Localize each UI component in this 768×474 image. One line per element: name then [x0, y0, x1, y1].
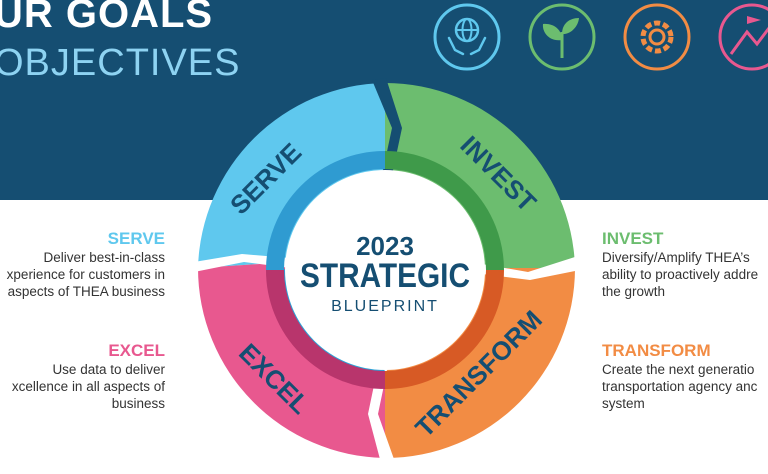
globe-hands-icon — [433, 3, 501, 71]
center-year: 2023 — [356, 231, 414, 261]
goal-invest-heading: INVEST — [602, 229, 664, 248]
serve-segment — [198, 83, 385, 268]
mountain-flag-icon — [718, 3, 768, 71]
goal-invest: INVEST Diversify/Amplify THEA’s ability … — [602, 230, 768, 300]
center-strategic: STRATEGIC — [300, 257, 470, 295]
goal-excel-heading: EXCEL — [108, 341, 165, 360]
gear-icon — [623, 3, 691, 71]
goal-serve: SERVE Deliver best-in-class xperience fo… — [0, 230, 165, 300]
invest-segment — [385, 82, 575, 268]
goal-invest-text: Diversify/Amplify THEA’s ability to proa… — [602, 250, 759, 299]
center-blueprint: BLUEPRINT — [331, 298, 439, 315]
center-disc — [285, 170, 485, 370]
goal-excel: EXCEL Use data to deliver xcellence in a… — [0, 342, 165, 412]
goal-transform-text: Create the next generatio transportation… — [602, 362, 758, 411]
page-title: UR GOALS — [0, 0, 214, 36]
page-subtitle: OBJECTIVES — [0, 42, 241, 84]
goal-serve-heading: SERVE — [107, 229, 165, 248]
goal-transform-heading: TRANSFORM — [602, 341, 711, 360]
sprout-icon — [528, 3, 596, 71]
excel-segment — [198, 262, 385, 458]
goal-excel-text: Use data to deliver xcellence in all asp… — [11, 362, 165, 411]
goal-transform: TRANSFORM Create the next generatio tran… — [602, 342, 768, 412]
transform-segment — [385, 268, 575, 458]
goal-serve-text: Deliver best-in-class xperience for cust… — [6, 250, 165, 299]
